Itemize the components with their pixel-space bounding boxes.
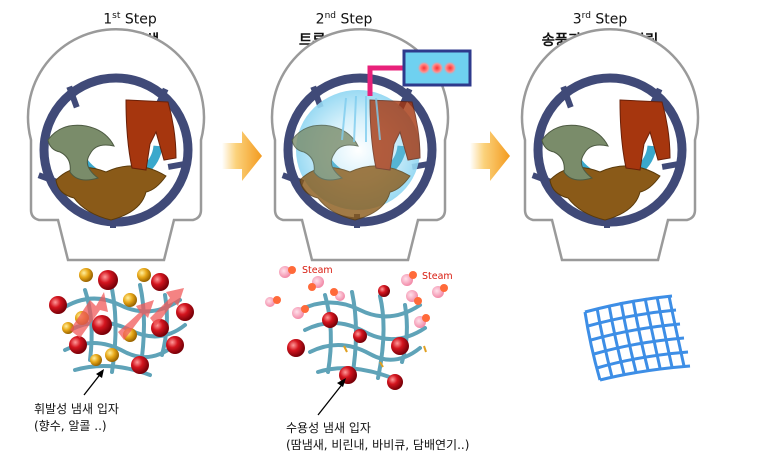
water-soluble-odor-cluster <box>265 266 448 390</box>
step-2-heading: 2nd Step <box>244 6 444 31</box>
step-2-word: Step <box>340 11 373 28</box>
step-1-heading: 1st Step <box>30 6 230 31</box>
clean-fabric-mesh <box>583 294 691 382</box>
drum-step-1 <box>28 29 204 260</box>
caption-line: 수용성 냄새 입자 <box>286 421 371 435</box>
step-2-ordinal: nd <box>324 11 336 21</box>
step-3-word: Step <box>595 11 628 28</box>
steam-pipe <box>367 65 404 96</box>
step-2-number: 2 <box>315 11 325 28</box>
steam-dot <box>417 61 431 75</box>
steam-label: Steam <box>302 265 333 276</box>
step-3-ordinal: rd <box>581 11 591 21</box>
pointer-arrow-icon <box>337 378 346 387</box>
steam-dot <box>443 61 457 75</box>
caption-line: 휘발성 냄새 입자 <box>34 402 119 416</box>
drum-step-3 <box>522 29 698 260</box>
pointer-line <box>317 381 345 416</box>
caption-line: (땀냄새, 비린내, 바비큐, 담배연기..) <box>286 438 470 452</box>
steam-jets <box>341 95 381 143</box>
step-1-ordinal: st <box>112 11 121 21</box>
step-1-number: 1 <box>103 11 113 28</box>
step-3-heading: 3rd Step <box>500 6 700 31</box>
step-3-number: 3 <box>572 11 582 28</box>
water-soluble-odor-caption: 수용성 냄새 입자 (땀냄새, 비린내, 바비큐, 담배연기..) <box>286 420 469 454</box>
arrow-right-icon <box>222 131 262 181</box>
pointer-arrow-icon <box>96 369 104 378</box>
steam-label: Steam <box>422 271 453 282</box>
drum-step-2 <box>272 29 448 260</box>
volatile-odor-cluster <box>49 268 194 377</box>
volatile-odor-caption: 휘발성 냄새 입자 (향수, 알콜 ..) <box>34 401 119 435</box>
arrow-right-icon <box>470 131 510 181</box>
steam-dot <box>430 61 444 75</box>
step-1-word: Step <box>124 11 157 28</box>
caption-line: (향수, 알콜 ..) <box>34 419 107 433</box>
